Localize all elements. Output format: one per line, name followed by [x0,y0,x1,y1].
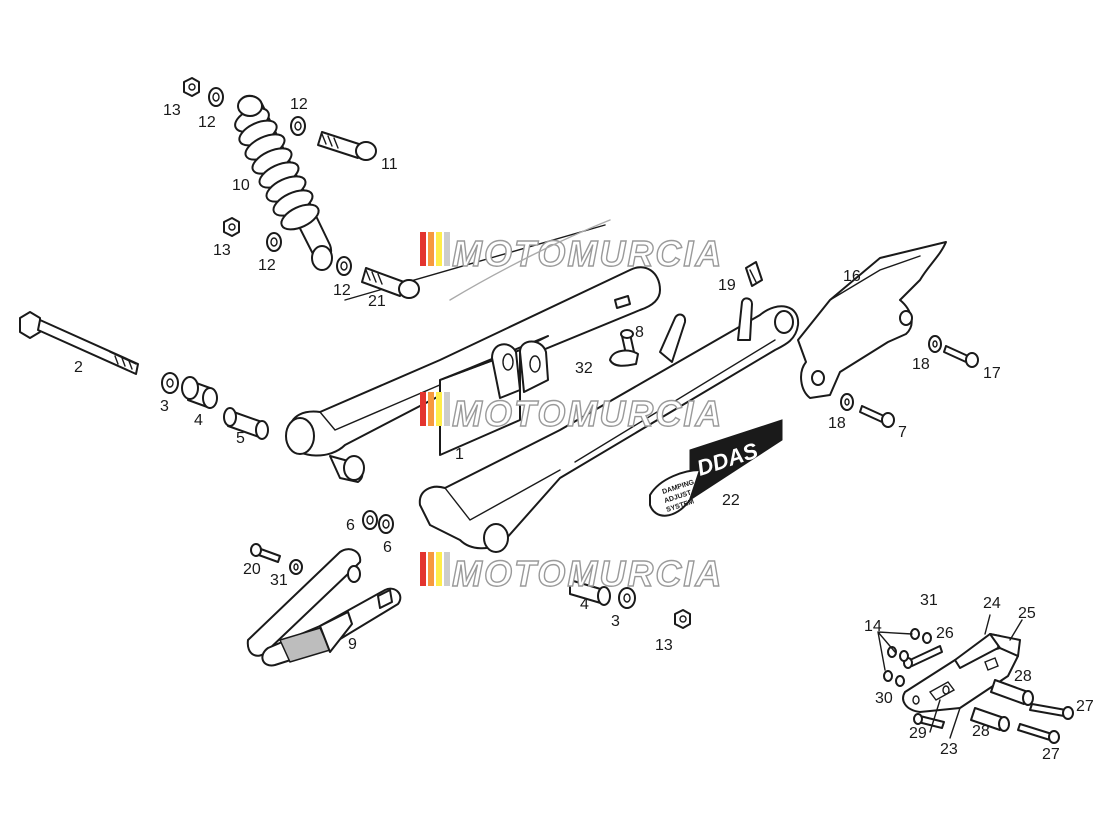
callout-4-right: 4 [580,596,589,613]
watermark-top: MOTOMURCIA [420,219,723,301]
screw-20 [250,543,281,563]
callout-labels: 1 2 3 3 4 4 5 6 6 7 8 9 10 11 12 12 12 1… [74,96,1094,763]
washer-12-bottom-left [266,232,282,252]
washer-12-top-right [290,116,306,136]
chain-guide-assembly [877,614,1074,744]
nut-13-bottom [674,609,691,629]
callout-6-right: 6 [383,539,392,556]
callout-14: 14 [864,618,882,635]
callout-13-mid: 13 [213,242,231,259]
callout-9: 9 [348,636,357,653]
callout-12-bottom-right: 12 [333,282,351,299]
callout-32: 32 [575,360,593,377]
pivot-axle [19,311,139,375]
screw-7 [859,405,895,428]
callout-23: 23 [940,741,958,758]
callout-16: 16 [843,268,861,285]
bolt-21 [361,267,420,299]
callout-13-top: 13 [163,102,181,119]
screw-8 [620,329,635,355]
swingarm-decal: DDAS DAMPING ADJUST SYSTEM [649,419,783,517]
callout-29: 29 [909,725,927,742]
screw-17 [943,345,979,368]
callout-10: 10 [232,177,250,194]
washer-6-right [378,514,394,534]
callout-13-bottom: 13 [655,637,673,654]
callout-22: 22 [722,492,740,509]
bushing-4-left [181,376,218,409]
nut-13-mid [223,217,240,237]
washer-31-left [289,559,303,575]
callout-31-left: 31 [270,572,288,589]
callout-27-lower: 27 [1042,746,1060,763]
washer-6-left [362,510,378,530]
callout-28-lower: 28 [972,723,990,740]
callout-5: 5 [236,430,245,447]
callout-28-upper: 28 [1014,668,1032,685]
washer-18-upper [928,335,942,353]
callout-24: 24 [983,595,1001,612]
washer-12-bottom-right [336,256,352,276]
washer-18-lower [840,393,854,411]
callout-25: 25 [1018,605,1036,622]
callout-2: 2 [74,359,83,376]
watermark-middle: MOTOMURCIA [420,392,723,435]
watermark-text-top: MOTOMURCIA [452,233,723,274]
bushing-4-right [569,579,611,606]
callout-27-upper: 27 [1076,698,1094,715]
callout-7: 7 [898,424,907,441]
bolt-11 [317,131,377,161]
callout-12-top-right: 12 [290,96,308,113]
callout-11: 11 [381,156,398,173]
callout-31-right: 31 [920,592,938,609]
shock-absorber [234,94,333,271]
callout-20: 20 [243,561,261,578]
callout-1: 1 [455,446,464,463]
callout-8: 8 [635,324,644,341]
callout-12-bottom-left: 12 [258,257,276,274]
watermark-text-middle: MOTOMURCIA [452,393,723,434]
callout-21: 21 [368,293,386,310]
callout-18-upper: 18 [912,356,930,373]
callout-12-top-left: 12 [198,114,216,131]
callout-3-right: 3 [611,613,620,630]
callout-26: 26 [936,625,954,642]
washer-3-left [161,372,179,394]
chain-slider [246,548,402,667]
spacer-tube-5 [223,407,269,440]
callout-4-left: 4 [194,412,203,429]
callout-30: 30 [875,690,893,707]
nut-13-top [183,77,200,97]
watermark-bottom: MOTOMURCIA [420,552,723,595]
callout-18-lower: 18 [828,415,846,432]
washer-12-top-left [208,87,224,107]
callout-17: 17 [983,365,1001,382]
clamp-32 [609,349,639,367]
clip-19 [745,261,763,287]
chain-guard [797,241,947,399]
watermark-text-bottom: MOTOMURCIA [452,553,723,594]
washer-3-right [618,587,636,609]
swingarm [285,224,800,553]
callout-19: 19 [718,277,736,294]
callout-6-left: 6 [346,517,355,534]
callout-3-left: 3 [160,398,169,415]
